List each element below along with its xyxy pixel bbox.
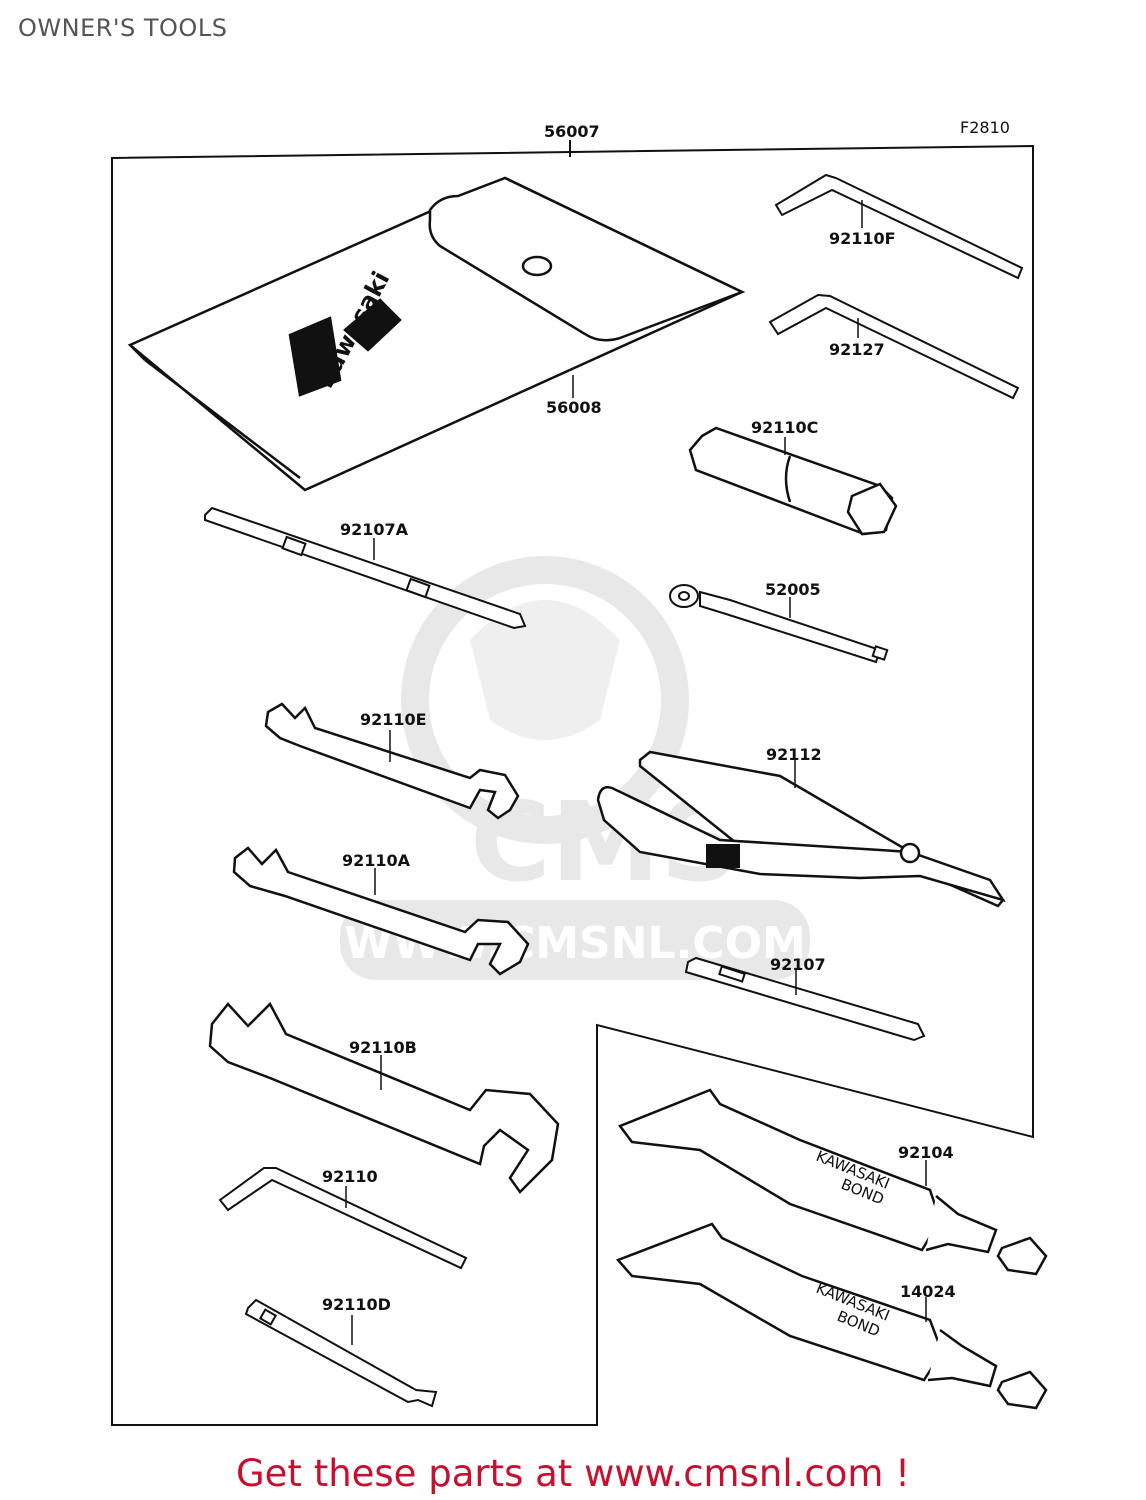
part-label-92107A: 92107A <box>340 520 409 539</box>
footer-promo-link[interactable]: Get these parts at www.cmsnl.com ! <box>235 1452 910 1495</box>
figure-code: F2810 <box>960 118 1010 137</box>
screwdriver-92107 <box>684 956 926 1042</box>
part-label-92110D: 92110D <box>322 1295 391 1314</box>
plug-wrench-92110C <box>688 426 898 536</box>
spoke-wrench-92110D <box>244 1298 438 1408</box>
part-label-92110B: 92110B <box>349 1038 417 1057</box>
part-label-92110E: 92110E <box>360 710 427 729</box>
kit-outline <box>111 140 1034 1426</box>
part-label-92110F: 92110F <box>829 229 896 248</box>
part-label-92107: 92107 <box>770 955 826 974</box>
hex-key-92110 <box>218 1167 468 1270</box>
spanner-92110E <box>264 702 520 820</box>
page-title: OWNER'S TOOLS <box>18 14 228 42</box>
exploded-parts-diagram: CMS WWW.CMSNL.COM 56007 F2810 Kawasaki 5… <box>111 118 1048 1426</box>
hex-key-92127 <box>768 293 1020 400</box>
tool-pouch <box>127 176 746 492</box>
part-label-92104: 92104 <box>898 1143 954 1162</box>
bond-tube-92104 <box>618 1088 1048 1276</box>
bond-tube-14024 <box>615 1222 1048 1410</box>
screwdriver-92107A <box>204 506 527 630</box>
part-label-92110A: 92110A <box>342 851 411 870</box>
part-label-92112: 92112 <box>766 745 822 764</box>
part-label-92110C: 92110C <box>751 418 818 437</box>
part-label-14024: 14024 <box>900 1282 956 1301</box>
part-label-56008: 56008 <box>546 398 602 417</box>
spanner-92110A <box>232 846 530 976</box>
part-label-92127: 92127 <box>829 340 885 359</box>
part-label-56007: 56007 <box>544 122 600 141</box>
spanner-92110B <box>208 1001 560 1194</box>
pliers-92112 <box>596 750 1006 908</box>
part-label-52005: 52005 <box>765 580 821 599</box>
part-label-92110: 92110 <box>322 1167 378 1186</box>
hex-key-92110F <box>774 173 1024 280</box>
extension-bar-52005 <box>669 584 889 664</box>
